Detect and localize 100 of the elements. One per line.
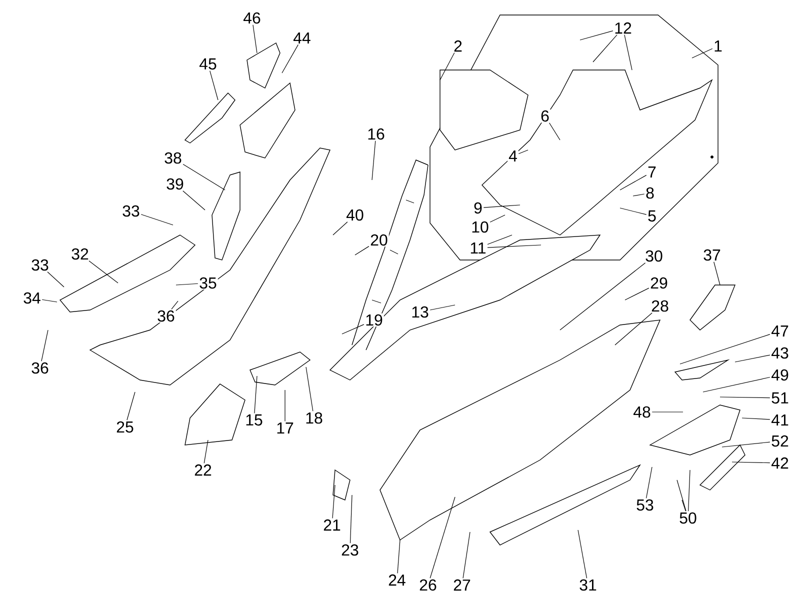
callout-number: 37 <box>702 248 722 262</box>
callout-number: 12 <box>613 21 633 35</box>
callout-number: 41 <box>770 414 790 426</box>
leader-line <box>47 272 64 288</box>
callout-number: 43 <box>770 346 790 360</box>
leader-line <box>350 494 352 544</box>
callout-number: 4 <box>508 150 518 162</box>
leader-line <box>734 354 770 362</box>
callout-number: 10 <box>470 220 490 234</box>
leader-line <box>632 194 645 196</box>
leader-line <box>354 246 370 256</box>
leader-line <box>126 392 136 420</box>
leader-line <box>284 390 286 422</box>
callout-number: 18 <box>304 411 324 425</box>
callout-number: 19 <box>364 313 384 327</box>
leader-line <box>742 418 770 420</box>
callout-number: 16 <box>366 127 386 141</box>
callout-number: 44 <box>292 32 312 44</box>
callout-number: 22 <box>193 463 213 477</box>
leader-line <box>176 283 198 286</box>
leader-line <box>140 214 174 226</box>
leader-line <box>702 376 770 392</box>
callout-number: 21 <box>322 518 342 532</box>
callout-number: 9 <box>472 201 484 215</box>
leader-line <box>624 288 650 300</box>
callout-number: 40 <box>345 208 365 222</box>
leader-line <box>592 34 618 62</box>
callout-number: 8 <box>644 186 656 200</box>
callout-number: 36 <box>30 361 50 375</box>
leader-line <box>722 442 770 448</box>
leader-line <box>620 208 647 215</box>
leader-line <box>578 530 588 578</box>
leader-line <box>182 164 226 190</box>
leader-line <box>210 70 218 100</box>
callout-number: 11 <box>468 242 488 254</box>
leader-line <box>620 174 647 190</box>
leader-line <box>306 366 314 412</box>
leader-line <box>372 140 376 180</box>
leader-line <box>720 396 770 398</box>
leader-line <box>518 150 528 154</box>
leader-line <box>332 222 348 236</box>
callout-number: 17 <box>275 422 295 434</box>
leader-line <box>430 304 456 310</box>
leader-line <box>88 260 118 284</box>
callout-number: 48 <box>632 405 652 419</box>
callout-number: 32 <box>70 247 90 261</box>
leader-line <box>430 496 456 578</box>
callout-number: 6 <box>540 109 550 123</box>
leader-line <box>560 262 646 330</box>
leader-line <box>204 440 208 464</box>
callout-number: 34 <box>22 291 42 305</box>
callout-number: 2 <box>452 39 464 53</box>
callout-number: 28 <box>650 299 670 313</box>
leader-line <box>692 48 713 58</box>
leader-line <box>490 214 506 222</box>
callout-number: 47 <box>770 324 790 338</box>
leader-line <box>487 234 512 245</box>
callout-number: 25 <box>115 420 135 434</box>
callout-number: 26 <box>418 578 438 592</box>
callout-number: 35 <box>198 276 218 290</box>
callout-number: 30 <box>644 249 664 263</box>
callout-number: 42 <box>770 456 790 470</box>
callout-number: 1 <box>712 40 724 52</box>
leader-line <box>732 462 770 464</box>
leader-line <box>688 470 690 512</box>
leader-line <box>682 500 686 512</box>
leader-line <box>42 299 58 302</box>
leader-line <box>182 190 206 210</box>
leader-line <box>397 540 400 574</box>
callout-number: 20 <box>369 233 389 247</box>
callout-number: 38 <box>163 151 183 165</box>
leader-line <box>342 324 364 334</box>
callout-number: 7 <box>646 166 658 178</box>
callout-number: 29 <box>649 276 669 290</box>
leader-line <box>646 466 652 498</box>
callout-number: 51 <box>770 391 790 405</box>
callout-number: 23 <box>340 543 360 557</box>
leader-line <box>332 484 336 519</box>
leader-line <box>714 262 720 286</box>
leader-line <box>676 480 686 512</box>
leader-line <box>440 52 455 80</box>
leader-line <box>549 122 560 140</box>
callout-number: 46 <box>242 11 262 25</box>
leader-line <box>624 34 632 70</box>
leader-line <box>580 30 614 40</box>
leader-line <box>282 44 298 74</box>
callout-number: 50 <box>678 511 698 525</box>
leader-line <box>171 300 178 310</box>
callout-number: 49 <box>770 368 790 382</box>
callout-number: 31 <box>578 578 598 592</box>
leader-line <box>680 334 770 364</box>
leader-line <box>614 312 652 346</box>
callout-number: 5 <box>646 209 658 223</box>
callout-number: 24 <box>387 573 407 587</box>
leader-line <box>462 532 470 579</box>
leader-line <box>487 244 542 248</box>
callout-number: 33 <box>30 258 50 272</box>
callout-number: 36 <box>156 309 176 323</box>
callout-number: 15 <box>244 413 264 427</box>
leader-line <box>252 24 258 54</box>
